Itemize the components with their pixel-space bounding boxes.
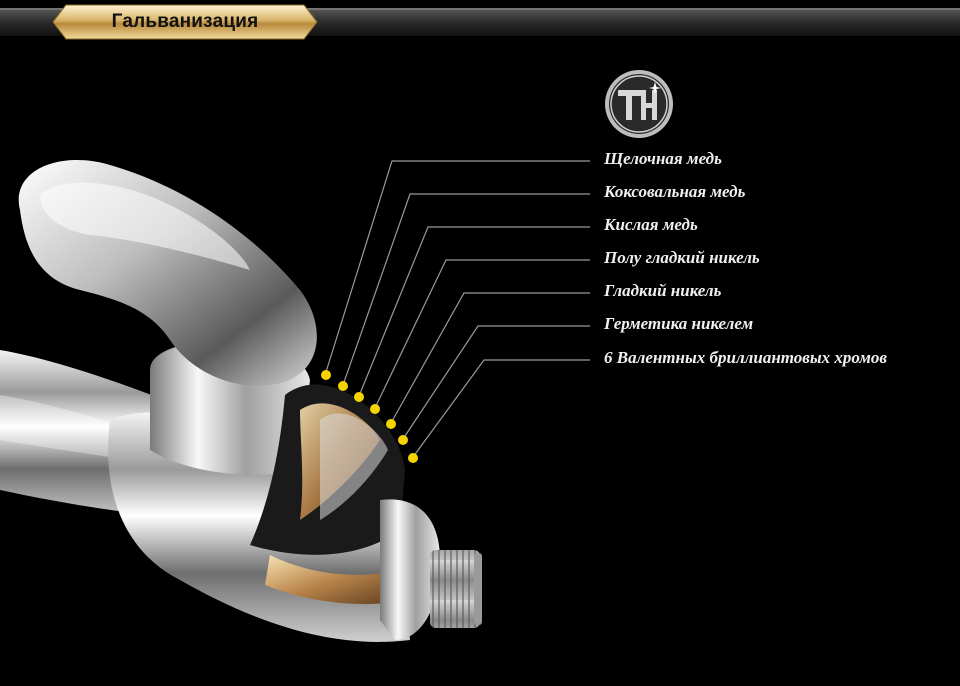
layer-label-coking-copper: Коксовальная медь — [604, 182, 746, 201]
layer-label-bright-nickel: Гладкий никель — [604, 281, 722, 300]
brand-th-logo-icon — [605, 70, 673, 138]
layer-label-hexavalent-chrome: 6 Валентных бриллиантовых хромов — [604, 348, 888, 367]
layer-label-semi-bright-nickel: Полу гладкий никель — [604, 248, 760, 267]
layer-label-alkaline-copper: Щелочная медь — [604, 149, 722, 168]
title-tab-background — [52, 4, 318, 40]
layer-label-acid-copper: Кислая медь — [604, 215, 698, 234]
layer-label-nickel-seal: Герметика никелем — [604, 314, 754, 333]
page-title: Гальванизация — [111, 11, 259, 32]
